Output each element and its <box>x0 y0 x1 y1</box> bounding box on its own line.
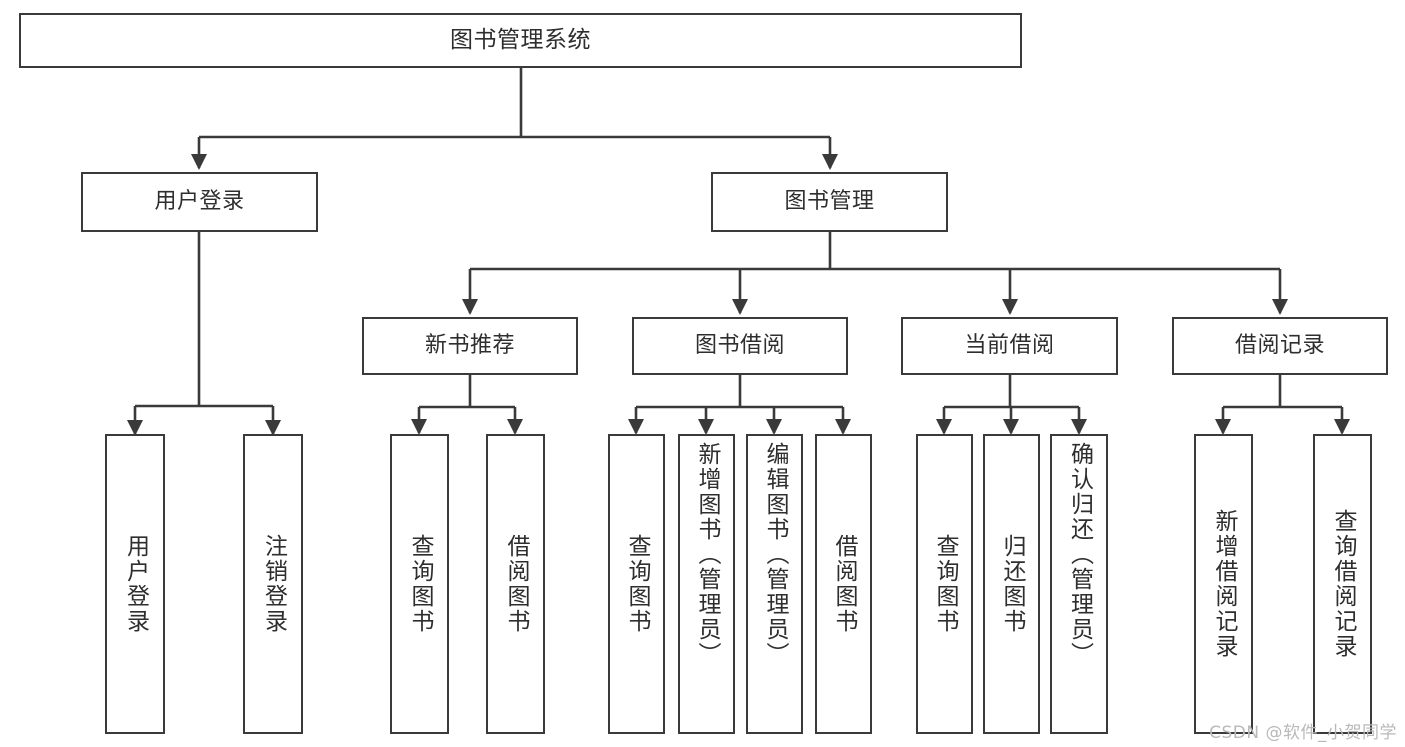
node-label: 查询图书 <box>624 534 650 634</box>
node-label: 借阅图书 <box>503 534 529 634</box>
node-book-borrow[interactable]: 图书借阅 <box>632 317 848 375</box>
leaf-borrow-book[interactable]: 借阅图书 <box>815 434 872 734</box>
node-label: 用户登录 <box>122 534 149 634</box>
node-label: 借阅记录 <box>1234 333 1325 359</box>
node-label: 用户登录 <box>154 189 245 215</box>
node-borrow-record[interactable]: 借阅记录 <box>1172 317 1388 375</box>
node-label: 查询借阅记录 <box>1330 509 1356 659</box>
leaf-add-borrow-record[interactable]: 新增借阅记录 <box>1194 434 1253 734</box>
node-label: 图书管理 <box>784 189 875 215</box>
node-current-borrow[interactable]: 当前借阅 <box>901 317 1118 375</box>
node-label: 当前借阅 <box>964 333 1055 359</box>
leaf-query-book-current[interactable]: 查询图书 <box>916 434 973 734</box>
node-label: 新增借阅记录 <box>1211 509 1237 659</box>
node-label: 查询图书 <box>407 534 433 634</box>
leaf-confirm-return-admin[interactable]: 确认归还（管理员） <box>1050 434 1108 734</box>
node-book-management[interactable]: 图书管理 <box>711 172 948 232</box>
node-user-login[interactable]: 用户登录 <box>81 172 318 232</box>
leaf-user-login[interactable]: 用户登录 <box>105 434 165 734</box>
node-label: 新书推荐 <box>424 333 515 359</box>
leaf-return-book[interactable]: 归还图书 <box>983 434 1040 734</box>
node-new-book-recommend[interactable]: 新书推荐 <box>362 317 578 375</box>
node-label: 归还图书 <box>999 534 1025 634</box>
leaf-borrow-book-new[interactable]: 借阅图书 <box>486 434 545 734</box>
node-root[interactable]: 图书管理系统 <box>19 13 1022 68</box>
node-label: 注销登录 <box>260 534 287 634</box>
leaf-query-book-new[interactable]: 查询图书 <box>390 434 449 734</box>
node-label: 查询图书 <box>932 534 958 634</box>
leaf-query-borrow-record[interactable]: 查询借阅记录 <box>1313 434 1372 734</box>
leaf-add-book-admin[interactable]: 新增图书（管理员） <box>678 434 735 734</box>
node-label: 图书借阅 <box>694 333 785 359</box>
leaf-logout[interactable]: 注销登录 <box>243 434 303 734</box>
node-label: 借阅图书 <box>831 534 857 634</box>
csdn-watermark: CSDN @软件_小贺同学 <box>1209 723 1397 743</box>
leaf-query-book-borrow[interactable]: 查询图书 <box>608 434 665 734</box>
node-label: 图书管理系统 <box>450 27 591 54</box>
node-label: 编辑图书（管理员） <box>762 442 788 667</box>
leaf-edit-book-admin[interactable]: 编辑图书（管理员） <box>746 434 803 734</box>
node-label: 确认归还（管理员） <box>1066 442 1093 667</box>
node-label: 新增图书（管理员） <box>694 442 720 667</box>
